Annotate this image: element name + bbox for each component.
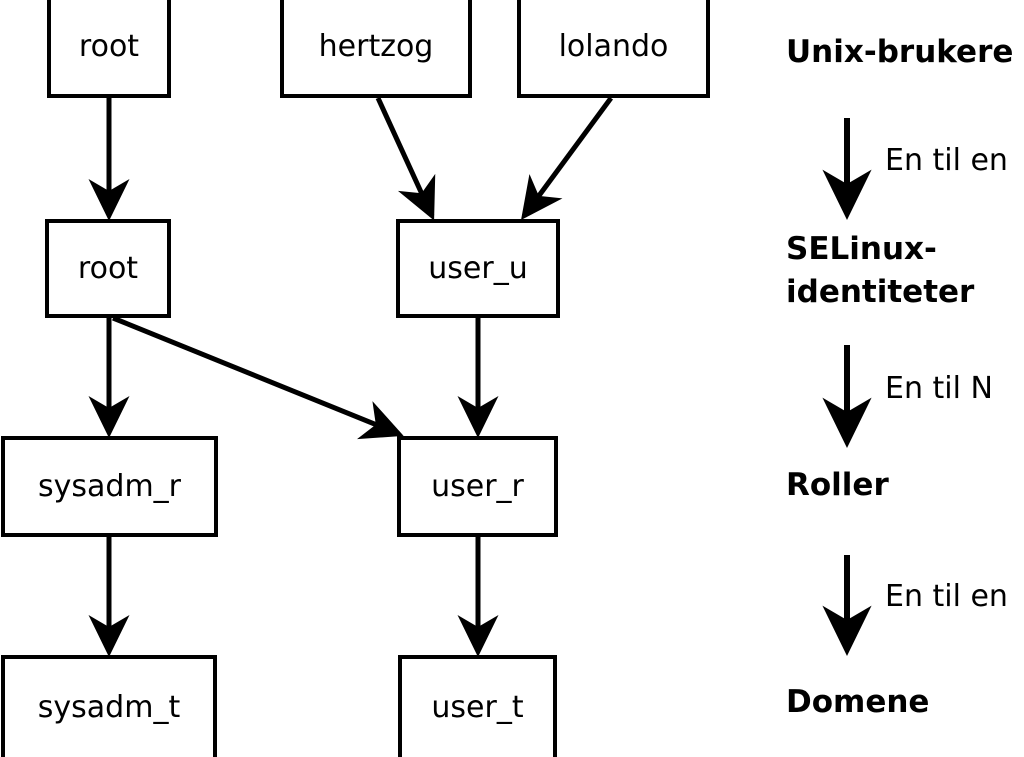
edge-sel_root-to-role_user <box>112 315 404 440</box>
edge-unix_lolando-to-sel_user_u <box>521 96 614 221</box>
layer-unix-users: Unix-brukere <box>786 34 1014 70</box>
node-label: hertzog <box>318 29 434 64</box>
node-unix_lolando[interactable]: lolando <box>517 0 710 98</box>
node-unix_root[interactable]: root <box>47 0 171 98</box>
node-label: root <box>77 250 139 286</box>
edge-unix_hertzog-to-sel_user_u <box>375 96 436 221</box>
layer-roles: Roller <box>786 467 889 503</box>
legend-relation-label-3: En til en <box>885 579 1008 614</box>
node-label: user_r <box>431 468 524 504</box>
node-label: sysadm_t <box>37 690 181 725</box>
node-role_user[interactable]: user_r <box>397 436 558 537</box>
node-sel_root[interactable]: root <box>45 219 171 318</box>
node-unix_hertzog[interactable]: hertzog <box>280 0 472 98</box>
node-role_sysadm[interactable]: sysadm_r <box>1 436 218 537</box>
node-sel_user_u[interactable]: user_u <box>396 219 560 318</box>
layer-selinux-identities: SELinux- identiteter <box>786 231 975 310</box>
legend-relation-label-2: En til N <box>885 371 993 406</box>
node-label: root <box>78 29 140 64</box>
edge-group <box>88 96 614 657</box>
legend-relation-label-1: En til en <box>885 143 1008 178</box>
layer-domains: Domene <box>786 684 930 720</box>
node-label: sysadm_r <box>38 468 181 504</box>
node-label: user_u <box>428 250 528 286</box>
node-label: lolando <box>558 29 669 64</box>
node-dom_user[interactable]: user_t <box>398 655 557 757</box>
node-dom_sysadm[interactable]: sysadm_t <box>1 655 217 757</box>
node-label: user_t <box>431 690 524 725</box>
